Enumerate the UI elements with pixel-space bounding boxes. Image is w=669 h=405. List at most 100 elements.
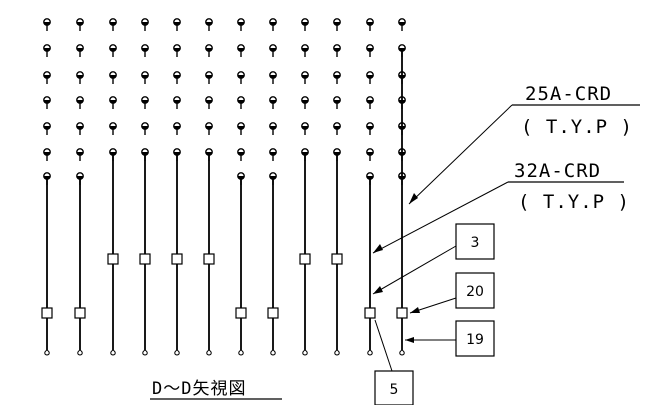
pipe-end <box>270 349 276 356</box>
valve-marker <box>109 44 117 57</box>
valve-marker <box>269 18 277 31</box>
valve-marker <box>76 122 84 135</box>
callout-25a-crd: 25A-CRD ( T.Y.P ) <box>408 83 640 205</box>
pipe-column <box>331 18 343 356</box>
svg-text:19: 19 <box>466 332 484 348</box>
pipe-end <box>142 349 148 356</box>
pipe-end <box>334 349 340 356</box>
valve-marker <box>205 18 213 31</box>
pipe-end <box>44 349 50 356</box>
valve-marker <box>43 148 51 161</box>
valve-marker <box>205 96 213 109</box>
valve-marker <box>76 148 84 161</box>
pipe-column <box>235 18 247 356</box>
valve-marker <box>173 122 181 135</box>
fitting-square <box>171 253 183 265</box>
valve-marker <box>333 18 341 31</box>
callout-25a-typ: ( T.Y.P ) <box>521 116 633 138</box>
valve-marker <box>76 96 84 109</box>
valve-marker <box>141 71 149 84</box>
fitting-square <box>299 253 311 265</box>
valve-marker <box>173 18 181 31</box>
valve-marker <box>237 44 245 57</box>
valve-marker <box>366 148 374 161</box>
valve-marker <box>366 71 374 84</box>
pipe-column <box>41 18 53 356</box>
pipe-column <box>107 18 119 356</box>
valve-marker <box>43 71 51 84</box>
valve-marker <box>301 122 309 135</box>
valve-marker <box>301 71 309 84</box>
item-number-3: 3 <box>372 223 495 295</box>
svg-text:20: 20 <box>466 284 484 300</box>
valve-marker <box>141 96 149 109</box>
valve-marker <box>76 44 84 57</box>
pipe-column <box>396 18 408 356</box>
pipe-column <box>171 18 183 356</box>
pipe-end <box>77 349 83 356</box>
valve-marker <box>237 18 245 31</box>
item-number-19: 19 <box>405 320 495 357</box>
valve-marker <box>109 96 117 109</box>
view-title-text: D～D矢視図 <box>152 379 246 399</box>
callout-32a-typ: ( T.Y.P ) <box>518 191 630 213</box>
valve-marker <box>366 44 374 57</box>
valve-marker <box>205 122 213 135</box>
valve-marker <box>205 148 213 161</box>
valve-marker <box>205 44 213 57</box>
valve-marker <box>109 122 117 135</box>
item-number-5: 5 <box>374 319 414 405</box>
valve-marker <box>269 122 277 135</box>
valve-marker <box>366 122 374 135</box>
valve-marker <box>269 71 277 84</box>
valve-marker <box>269 148 277 161</box>
valve-marker <box>333 96 341 109</box>
valve-marker <box>237 71 245 84</box>
fitting-square <box>203 253 215 265</box>
pipe-end <box>206 349 212 356</box>
pipe-end <box>367 349 373 356</box>
pipe-column <box>139 18 151 356</box>
valve-marker <box>301 96 309 109</box>
pipe-end <box>302 349 308 356</box>
fitting-square <box>41 307 53 319</box>
pipe-column <box>267 18 279 356</box>
pipe-end <box>174 349 180 356</box>
valve-marker <box>43 122 51 135</box>
fitting-square <box>74 307 86 319</box>
pipe-column <box>203 18 215 356</box>
item-number-20: 20 <box>409 272 495 314</box>
valve-marker <box>141 44 149 57</box>
valve-marker <box>333 122 341 135</box>
valve-marker <box>109 18 117 31</box>
valve-marker <box>237 96 245 109</box>
fitting-square <box>267 307 279 319</box>
fitting-square <box>107 253 119 265</box>
pipe-columns <box>41 18 408 356</box>
fitting-square <box>364 307 376 319</box>
fitting-square <box>235 307 247 319</box>
valve-marker <box>43 18 51 31</box>
callout-25a-label: 25A-CRD <box>525 83 612 105</box>
fitting-square <box>396 307 408 319</box>
view-title: D～D矢視図 <box>150 379 282 400</box>
valve-marker <box>141 122 149 135</box>
valve-marker <box>301 18 309 31</box>
fitting-square <box>139 253 151 265</box>
valve-marker <box>269 44 277 57</box>
valve-marker <box>173 96 181 109</box>
valve-marker <box>173 71 181 84</box>
valve-marker <box>173 44 181 57</box>
valve-marker <box>205 71 213 84</box>
fitting-square <box>331 253 343 265</box>
pipe-column <box>74 18 86 356</box>
svg-text:3: 3 <box>471 235 480 251</box>
pipe-end <box>110 349 116 356</box>
pipe-column <box>299 18 311 356</box>
valve-marker <box>76 71 84 84</box>
pipe-end <box>238 349 244 356</box>
valve-marker <box>398 18 406 31</box>
pipe-column <box>364 18 376 356</box>
valve-marker <box>333 44 341 57</box>
